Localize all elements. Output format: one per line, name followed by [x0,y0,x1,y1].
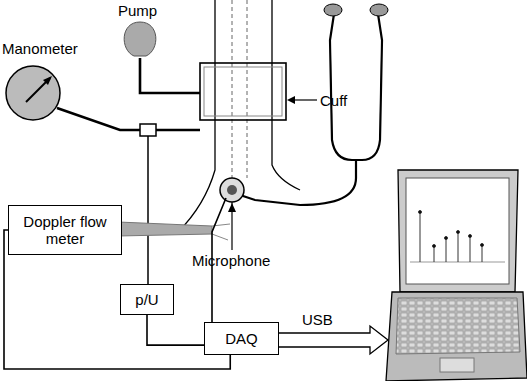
process-box: Doppler flow meter [8,205,122,255]
box-label: p/U [135,291,158,308]
stethoscope [240,14,382,205]
part-label: Manometer [2,40,78,57]
microphone-core [227,185,237,195]
signal-wire [147,315,204,345]
usb-arrow [279,326,388,354]
manometer-dial [6,66,60,120]
process-box: DAQ [204,322,279,355]
part-label: Pump [118,2,157,19]
part-label: Cuff [320,92,347,109]
part-label: USB [302,311,333,328]
screen-plot [410,211,505,263]
air-hose [57,58,200,130]
arm-outline [178,0,300,232]
leader-arrowhead [228,203,236,212]
tee-connector [140,124,156,136]
box-label: DAQ [225,330,258,347]
box-label: Doppler flow meter [14,213,116,247]
cuff-band [200,63,286,120]
earpiece [370,4,388,16]
cuff-inner [204,67,282,116]
pressure-tube [147,136,149,284]
artery [232,0,247,178]
cuff-arrowhead [287,96,295,104]
earpiece [324,4,342,16]
microphone-symbol [220,178,244,202]
part-label: Microphone [192,252,270,269]
pump-bulb [124,22,156,56]
doppler-probe [118,222,212,236]
process-box: p/U [120,284,174,315]
needle-head [43,76,52,85]
laptop [386,170,527,381]
